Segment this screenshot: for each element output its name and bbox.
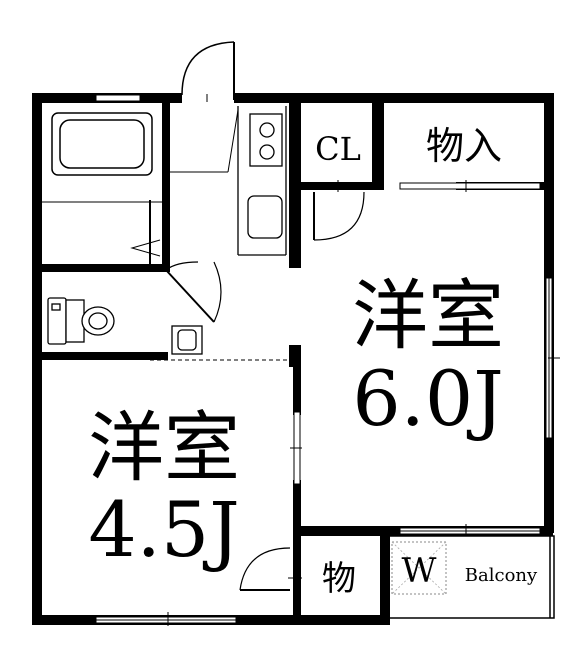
bathtub (51, 112, 153, 176)
entrance-door (181, 41, 235, 100)
toilet-door (165, 261, 222, 323)
storage-small-label: 物 (322, 559, 356, 599)
balcony-label: Balcony (465, 565, 538, 586)
window-balcony (399, 527, 541, 535)
kitchen-partition (170, 109, 239, 173)
toilet (47, 297, 115, 345)
room-6j-name: 洋室 (352, 271, 504, 360)
washer-label: W (402, 551, 437, 591)
door-6j (296, 191, 365, 265)
door-45j (239, 547, 291, 591)
washer-box (391, 541, 447, 595)
room-6j-size: 6.0J (352, 354, 503, 443)
room-45j-size: 4.5J (88, 485, 239, 574)
kitchen-counter (237, 106, 287, 256)
wash-basin (171, 325, 203, 355)
window-bath (95, 94, 141, 102)
bath-door (130, 200, 161, 264)
closet-label: CL (315, 130, 361, 168)
room-45j-name: 洋室 (88, 403, 240, 492)
window-bottom (95, 616, 237, 624)
storage-top-label: 物入 (426, 124, 502, 168)
balcony-outline (385, 535, 555, 619)
window-storage (399, 182, 541, 190)
tick-marks (167, 94, 560, 626)
